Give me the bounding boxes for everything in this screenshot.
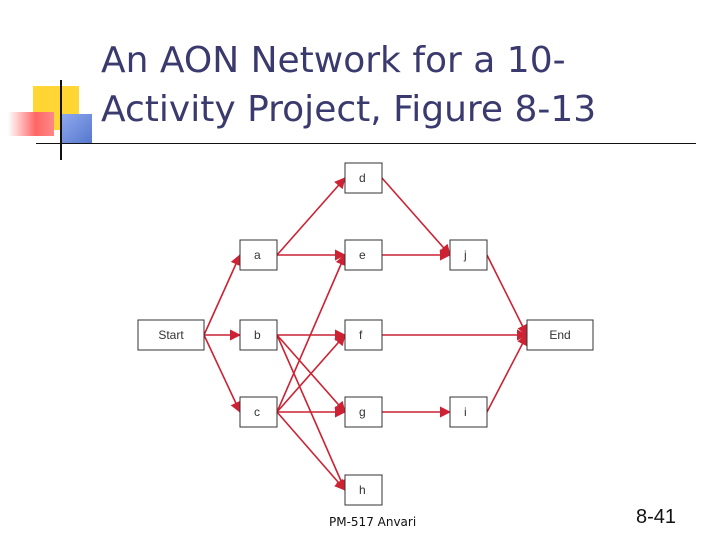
- node-j: j: [449, 239, 488, 271]
- node-i: i: [449, 396, 488, 428]
- node-box-a: [239, 239, 278, 271]
- node-box-g: [344, 396, 383, 428]
- node-b: b: [239, 319, 278, 351]
- node-label-e: e: [359, 248, 366, 262]
- page-number: 8-41: [636, 506, 677, 528]
- edge-j-to-end: [486, 254, 528, 337]
- footer-course-label: PM-517 Anvari: [329, 515, 417, 529]
- edge-start-to-c: [203, 334, 241, 414]
- node-h: h: [344, 474, 383, 506]
- node-box-h: [344, 474, 383, 506]
- node-box-j: [449, 239, 488, 271]
- node-label-h: h: [359, 483, 366, 497]
- node-label-i: i: [464, 405, 467, 419]
- node-c: c: [239, 396, 278, 428]
- slide-title-line-2: Activity Project, Figure 8-13: [101, 89, 597, 130]
- node-label-g: g: [359, 405, 366, 419]
- edge-c-to-f: [276, 334, 346, 413]
- node-a: a: [239, 239, 278, 271]
- node-end: End: [526, 319, 594, 351]
- decor-red-square: [8, 112, 54, 136]
- node-box-c: [239, 396, 278, 428]
- node-box-end: [526, 319, 594, 351]
- node-box-start: [137, 319, 205, 351]
- node-box-i: [449, 396, 488, 428]
- slide-title-line-1: An AON Network for a 10-: [101, 40, 566, 81]
- node-label-j: j: [463, 248, 467, 262]
- node-box-e: [344, 239, 383, 271]
- node-d: d: [344, 162, 383, 194]
- edge-a-to-d: [276, 177, 346, 256]
- edge-c-to-h: [276, 411, 346, 491]
- node-box-d: [344, 162, 383, 194]
- decor-vertical-line: [60, 80, 62, 160]
- node-label-c: c: [254, 405, 260, 419]
- edges-layer: [203, 177, 529, 492]
- node-label-a: a: [254, 248, 261, 262]
- node-f: f: [344, 319, 383, 351]
- node-label-b: b: [254, 328, 261, 342]
- node-label-end: End: [549, 328, 570, 342]
- slide-title: An AON Network for a 10- Activity Projec…: [101, 36, 701, 134]
- node-box-f: [344, 319, 383, 351]
- decor-blue-square: [62, 114, 92, 144]
- node-e: e: [344, 239, 383, 271]
- node-label-d: d: [359, 171, 366, 185]
- node-start: Start: [137, 319, 205, 351]
- nodes-layer: Start a b c d e f g h j i End: [137, 162, 594, 506]
- node-label-start: Start: [158, 328, 184, 342]
- decor-horizontal-line: [36, 143, 696, 144]
- node-label-f: f: [359, 328, 363, 342]
- edge-start-to-a: [203, 253, 241, 336]
- edge-c-to-e: [276, 253, 347, 413]
- edge-i-to-end: [486, 334, 528, 413]
- edge-d-to-j: [381, 177, 451, 256]
- node-g: g: [344, 396, 383, 428]
- node-box-b: [239, 319, 278, 351]
